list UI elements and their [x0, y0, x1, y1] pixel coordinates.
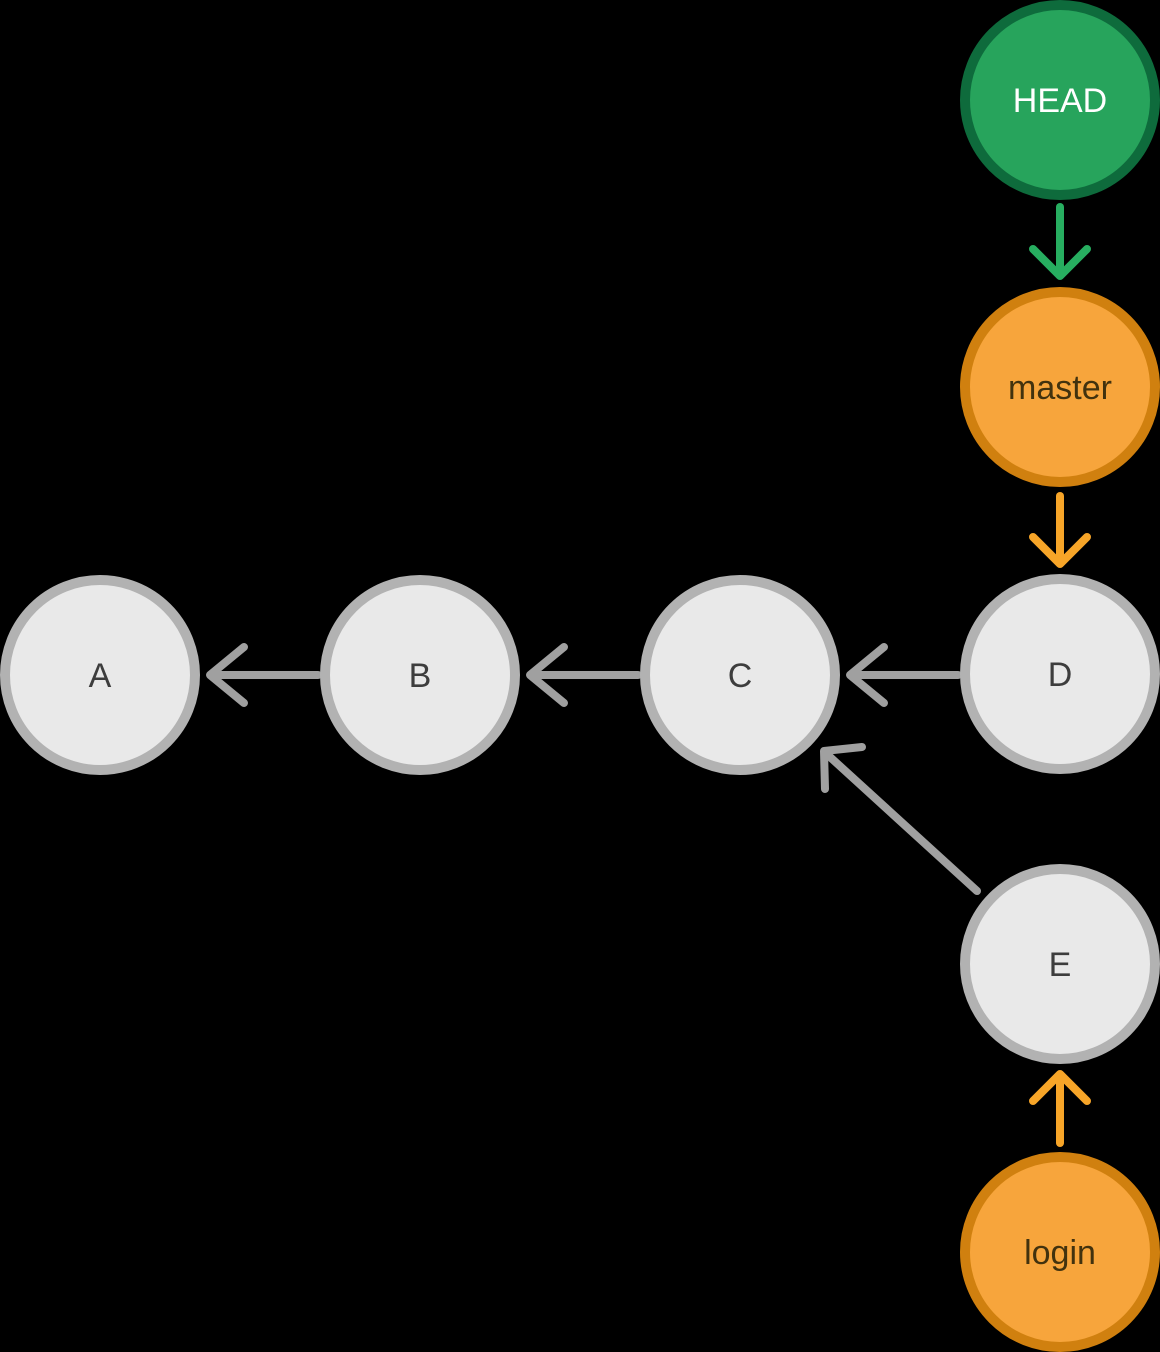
branch-circle: [960, 287, 1160, 487]
edge-master-to-d: [1029, 492, 1091, 568]
branch-node-login: login: [960, 1152, 1160, 1352]
commit-node-b: B: [320, 575, 520, 775]
arrow-head-icon: [1029, 245, 1091, 280]
commit-label: D: [1048, 656, 1073, 694]
arrow-head-icon: [1029, 1070, 1091, 1105]
commit-circle: [0, 575, 200, 775]
commit-circle: [320, 575, 520, 775]
edge-d-to-c: [846, 643, 962, 707]
head-label: HEAD: [1013, 82, 1107, 120]
commit-label: B: [409, 657, 432, 695]
commit-label: A: [89, 657, 112, 695]
head-pointer-node: HEAD: [960, 0, 1160, 200]
commit-circle: [960, 574, 1160, 774]
edge-b-to-a: [206, 643, 322, 707]
edge-c-to-b: [526, 643, 642, 707]
commit-circle: [640, 575, 840, 775]
arrow-head-icon: [846, 643, 888, 707]
commit-label: E: [1049, 946, 1072, 984]
branch-node-master: master: [960, 287, 1160, 487]
head-circle: [960, 0, 1160, 200]
branch-label: master: [1008, 369, 1112, 407]
commit-node-d: D: [960, 574, 1160, 774]
edge-login-to-e: [1029, 1070, 1091, 1147]
arrow-shaft: [826, 753, 981, 895]
commit-node-e: E: [960, 864, 1160, 1064]
edge-e-to-c: [820, 743, 981, 895]
commit-node-a: A: [0, 575, 200, 775]
branch-circle: [960, 1152, 1160, 1352]
arrow-head-icon: [206, 643, 248, 707]
commit-label: C: [728, 657, 753, 695]
commit-circle: [960, 864, 1160, 1064]
arrow-head-icon: [526, 643, 568, 707]
arrow-head-icon: [1029, 533, 1091, 568]
commit-node-c: C: [640, 575, 840, 775]
branch-label: login: [1024, 1234, 1096, 1272]
edge-head-to-master: [1029, 203, 1091, 280]
arrow-head-icon: [820, 743, 866, 793]
